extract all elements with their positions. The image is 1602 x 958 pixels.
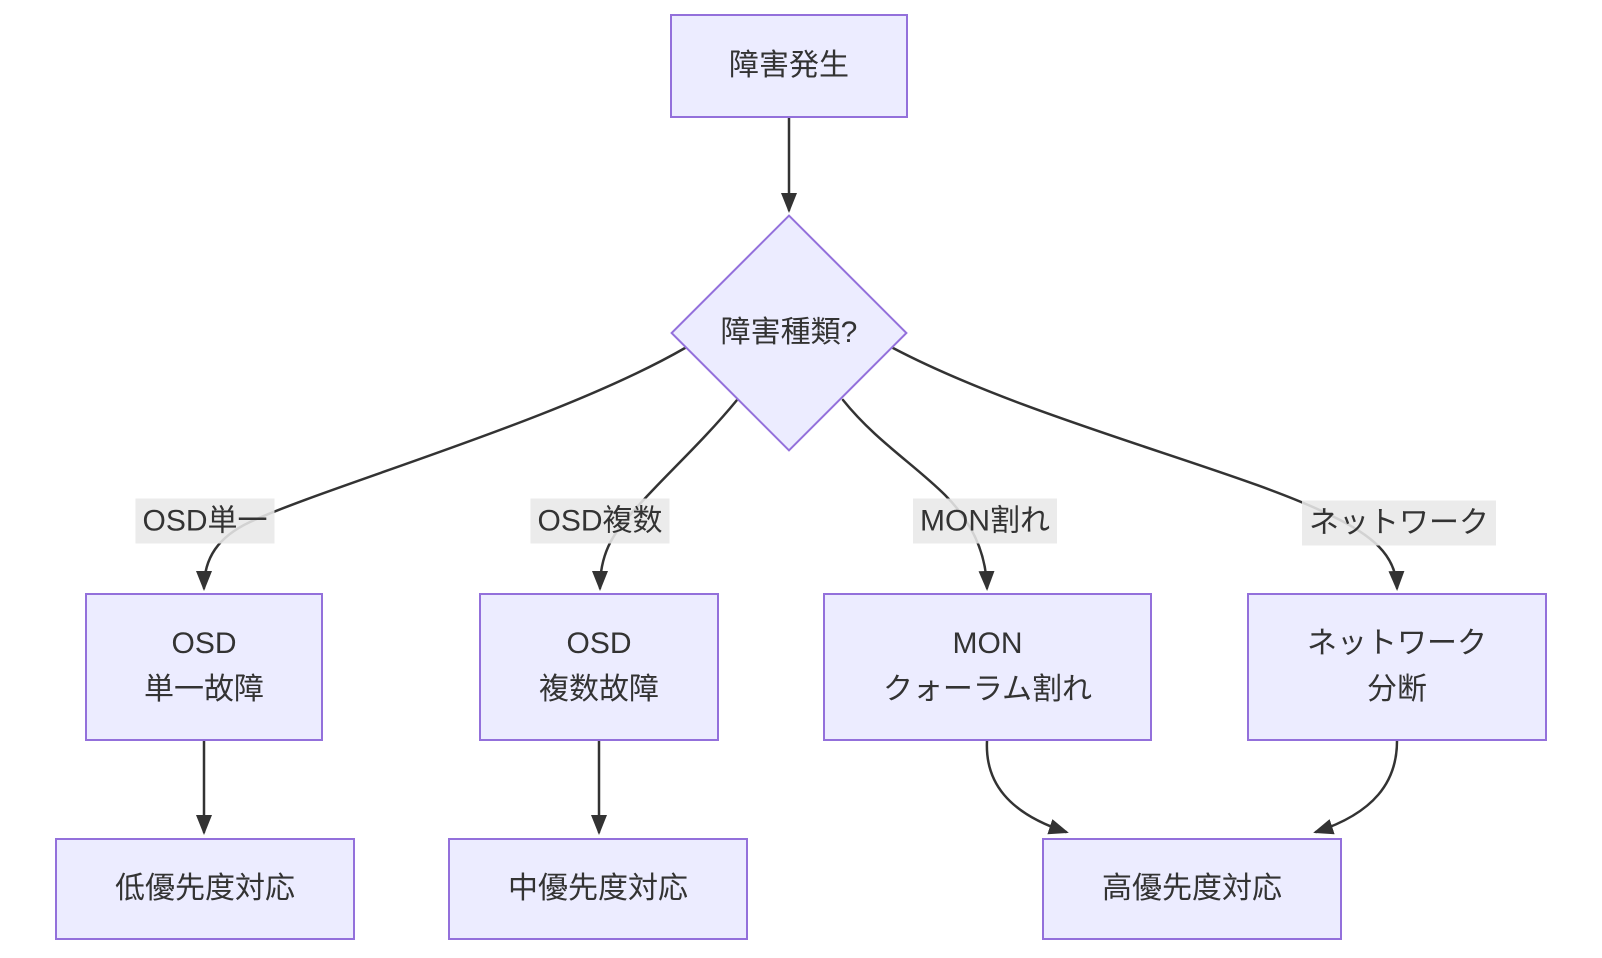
node-label: ネットワーク: [1307, 627, 1487, 660]
node-osd-multiple-failure: OSD 複数故障: [479, 593, 719, 741]
node-label: 障害発生: [729, 49, 849, 82]
node-label: OSD: [566, 627, 632, 660]
node-failure-type-label: 障害種類?: [720, 316, 858, 349]
edge-decision-to-osd-single: [196, 346, 687, 591]
node-label: 高優先度対応: [1102, 872, 1282, 905]
edge-decision-to-mon-quorum: [841, 398, 995, 591]
node-label: 分断: [1367, 673, 1427, 706]
node-label: 単一故障: [144, 673, 264, 706]
edge-label-mon-split: MON割れ: [913, 498, 1057, 544]
node-label: 中優先度対応: [508, 872, 688, 905]
node-label: クォーラム割れ: [882, 673, 1093, 706]
node-high-priority-response: 高優先度対応: [1042, 838, 1342, 940]
edge-label-network: ネットワーク: [1302, 500, 1496, 546]
node-incident-start: 障害発生: [670, 14, 908, 118]
node-osd-single-failure: OSD 単一故障: [85, 593, 323, 741]
edge-label-osd-single: OSD単一: [135, 498, 275, 544]
node-network-partition: ネットワーク 分断: [1247, 593, 1547, 741]
node-mon-quorum-loss: MON クォーラム割れ: [823, 593, 1152, 741]
node-medium-priority-response: 中優先度対応: [448, 838, 748, 940]
edge-label-osd-multi: OSD複数: [530, 498, 670, 544]
node-label: OSD: [171, 627, 237, 660]
edge-mon-quorum-to-high: [985, 739, 1069, 835]
edge-decision-to-net-split: [891, 346, 1405, 591]
node-low-priority-response: 低優先度対応: [55, 838, 355, 940]
node-label: 低優先度対応: [115, 872, 295, 905]
node-label: MON: [952, 627, 1023, 660]
node-label: 複数故障: [539, 673, 659, 706]
edge-net-split-to-high: [1313, 739, 1399, 835]
